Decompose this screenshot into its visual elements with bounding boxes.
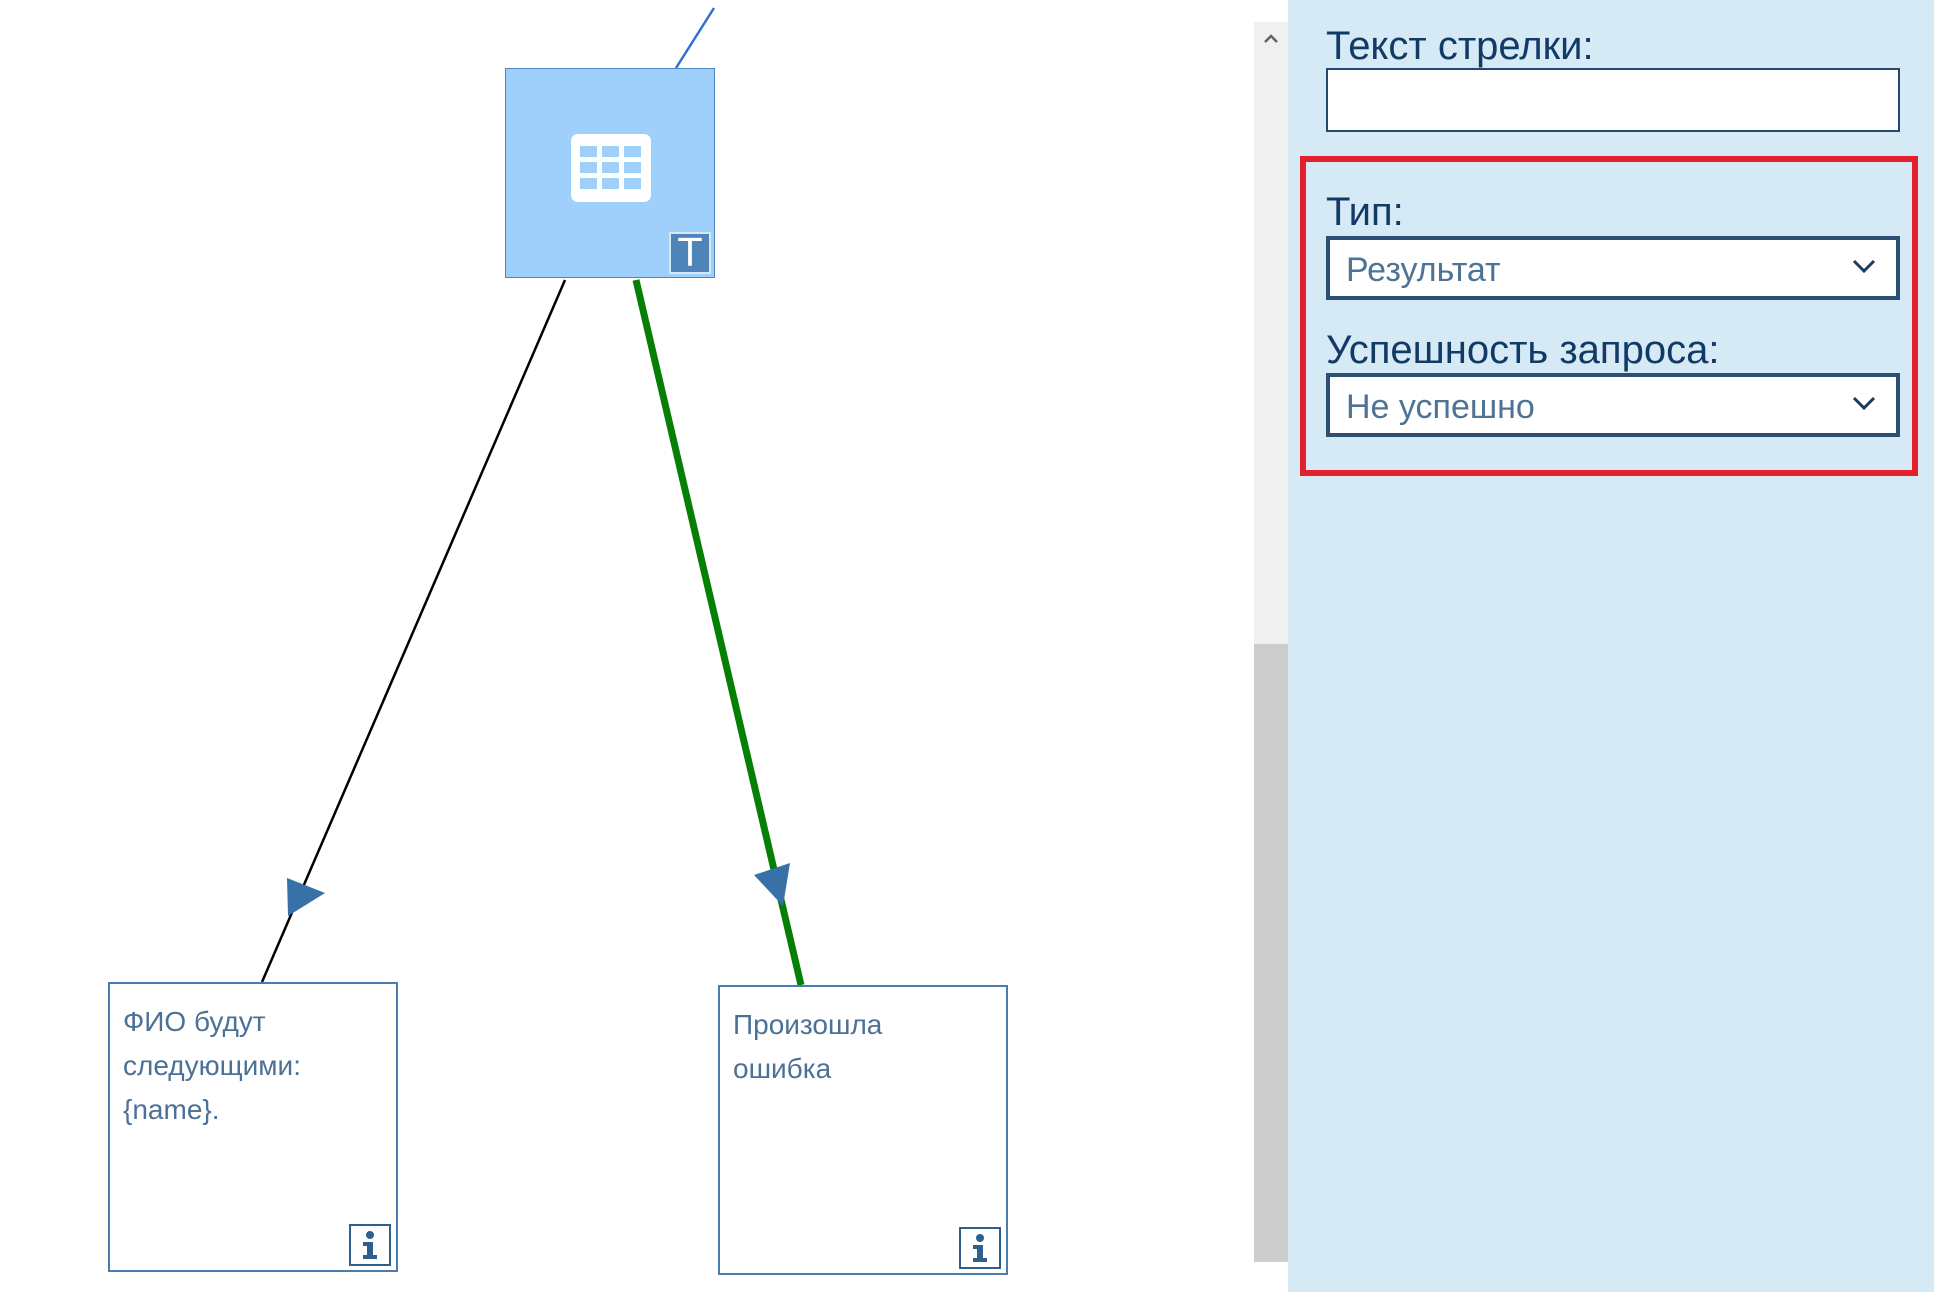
info-icon[interactable] xyxy=(959,1227,1001,1269)
message-text: Произошла ошибка xyxy=(733,1009,883,1084)
type-select-value: Результат xyxy=(1346,251,1501,289)
arrowhead-error-message xyxy=(754,863,790,906)
arrow-text-input[interactable] xyxy=(1326,68,1900,132)
arrow-to-name-message[interactable] xyxy=(260,279,567,983)
request-success-select[interactable]: Не успешно xyxy=(1326,373,1900,437)
arrowhead-name-message xyxy=(287,878,325,916)
request-success-value: Не успешно xyxy=(1346,388,1535,426)
scroll-thumb[interactable] xyxy=(1254,644,1288,1262)
scroll-up-button[interactable] xyxy=(1254,22,1288,56)
info-icon[interactable] xyxy=(349,1224,391,1266)
diagram-canvas[interactable]: T ФИО будут следующими: {name}. Произошл… xyxy=(0,0,1254,1292)
type-badge: T xyxy=(669,232,711,274)
type-select[interactable]: Результат xyxy=(1326,236,1900,300)
incoming-arrow[interactable] xyxy=(674,7,716,69)
message-node-name[interactable]: ФИО будут следующими: {name}. xyxy=(108,982,398,1272)
chevron-down-icon xyxy=(1852,396,1876,411)
message-node-error[interactable]: Произошла ошибка xyxy=(718,985,1008,1275)
chevron-up-icon xyxy=(1264,34,1278,43)
request-success-label: Успешность запроса: xyxy=(1326,328,1720,372)
arrow-to-error-message[interactable] xyxy=(632,279,805,986)
table-icon xyxy=(571,134,651,202)
diagram-edges xyxy=(260,7,805,986)
properties-panel: Текст стрелки: Тип: Результат Успешность… xyxy=(1288,0,1934,1292)
vertical-scrollbar[interactable] xyxy=(1254,22,1288,1262)
highlight-box xyxy=(1300,156,1918,476)
arrow-text-label: Текст стрелки: xyxy=(1326,24,1594,68)
chevron-down-icon xyxy=(1852,259,1876,274)
type-label: Тип: xyxy=(1326,190,1404,234)
table-node[interactable]: T xyxy=(505,68,715,278)
message-text: ФИО будут следующими: {name}. xyxy=(123,1006,301,1125)
